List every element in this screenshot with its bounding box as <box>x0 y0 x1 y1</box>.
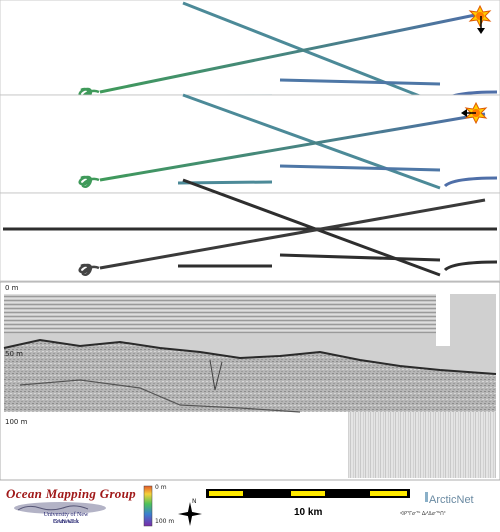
light-direction-arrow-icon <box>477 16 485 34</box>
colorbar-bottom-label: 100 m <box>155 518 175 525</box>
north-arrow-icon <box>178 502 202 526</box>
ship-track <box>99 11 486 94</box>
partner-logo <box>425 492 428 502</box>
ship-track <box>99 198 486 270</box>
depth-label-0: 0 m <box>5 284 19 292</box>
north-label: N <box>192 498 197 505</box>
depth-label-50: 50 m <box>5 350 23 358</box>
partner-syllabics: ᐊᑭᕐᒥᓂᕐᒃ ᐃᓱᐃᓂᖅᑎᑦ <box>400 511 446 517</box>
ship-track <box>443 260 498 272</box>
scale-bar-label: 10 km <box>294 507 323 518</box>
partner-name: ArcticNet <box>429 494 474 506</box>
university-country: CANADA <box>53 519 79 525</box>
subbottom-profile <box>0 281 500 481</box>
track-map-panel-3 <box>0 178 500 282</box>
depth-label-100: 100 m <box>5 418 28 426</box>
ship-track <box>99 112 486 182</box>
light-direction-arrow-icon <box>461 109 476 117</box>
ship-track <box>78 175 100 188</box>
ship-track <box>279 253 441 262</box>
ship-track <box>279 164 441 172</box>
organization-name: Ocean Mapping Group <box>6 486 136 501</box>
sun-icon <box>468 4 492 28</box>
track-map-panel-2 <box>0 93 500 194</box>
track-map-panel-1 <box>0 0 500 106</box>
colorbar-top-label: 0 m <box>155 484 167 491</box>
university-name: University of New Brunswick <box>43 512 89 525</box>
ship-track <box>78 263 100 276</box>
organization-logo <box>14 502 106 514</box>
ship-track <box>182 1 441 106</box>
ship-track <box>279 78 441 86</box>
scale-bar <box>206 489 410 498</box>
seafloor-reflector <box>3 338 497 375</box>
footer-graphics <box>14 485 428 527</box>
depth-colorbar <box>143 485 153 527</box>
ship-track <box>443 176 498 188</box>
ship-track <box>182 93 441 190</box>
